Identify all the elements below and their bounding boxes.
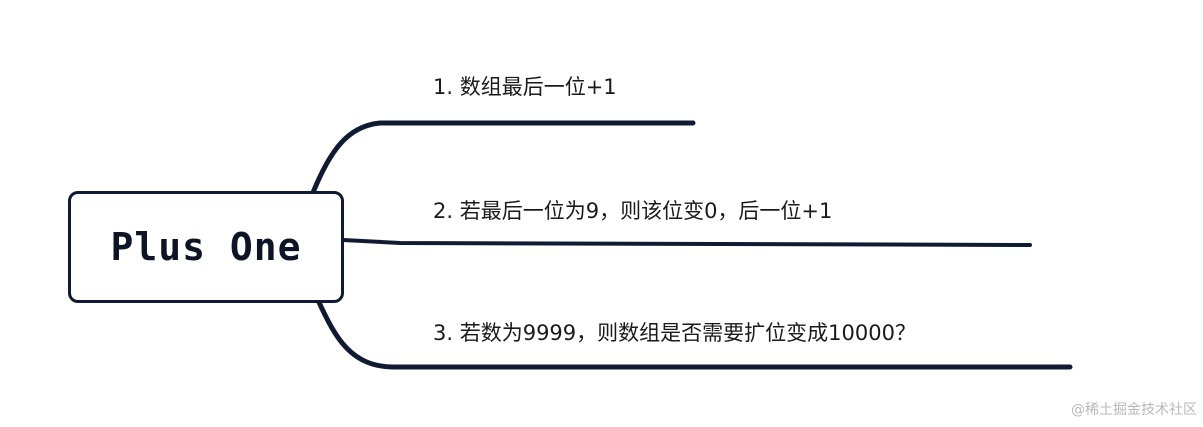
root-label: Plus One — [110, 225, 302, 269]
connector-branch-2 — [341, 238, 1032, 247]
branch-label-3: 3. 若数为9999，则数组是否需要扩位变成10000？ — [433, 321, 916, 345]
branch-label-1: 1. 数组最后一位+1 — [433, 75, 617, 99]
connector-branch-3 — [315, 297, 1073, 370]
watermark: @稀土掘金技术社区 — [1071, 402, 1197, 418]
branch-label-2: 2. 若最后一位为9，则该位变0，后一位+1 — [433, 199, 833, 223]
connector-branch-1 — [309, 120, 696, 198]
root-node: Plus One — [68, 191, 344, 303]
